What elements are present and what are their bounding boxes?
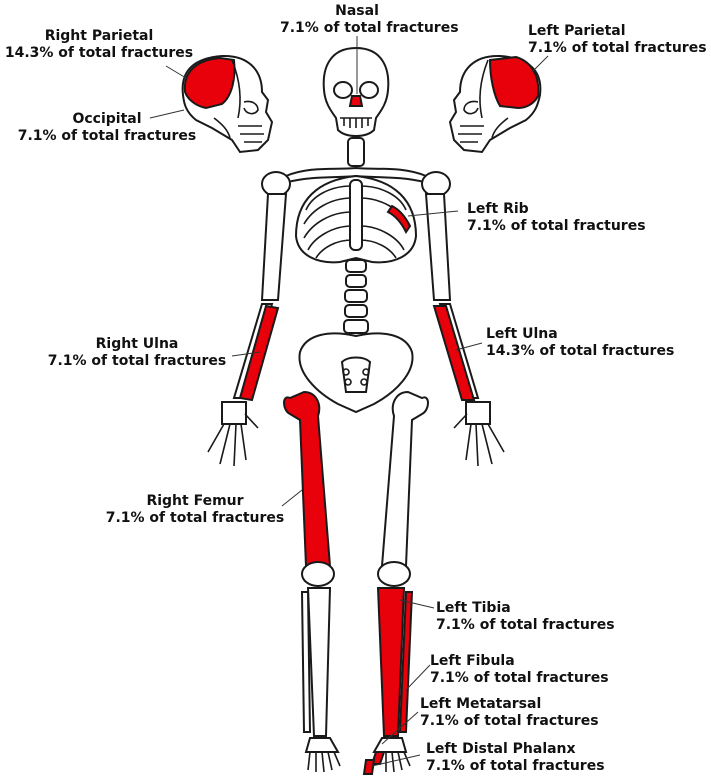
side-skull-right — [181, 54, 274, 154]
label-right-ulna-name: Right Ulna — [95, 336, 179, 352]
label-left-ulna-pct: 14.3% of total fractures — [486, 343, 675, 359]
label-occipital: Occipital 7.1% of total fractures — [8, 111, 206, 145]
label-left-distal-phalanx-pct: 7.1% of total fractures — [426, 758, 605, 774]
nasal-fracture — [348, 95, 364, 107]
label-right-parietal: Right Parietal 14.3% of total fractures — [1, 28, 197, 62]
label-left-tibia-pct: 7.1% of total fractures — [436, 617, 615, 633]
label-left-ulna: Left Ulna 14.3% of total fractures — [486, 326, 674, 360]
label-left-fibula-name: Left Fibula — [430, 653, 515, 669]
label-left-distal-phalanx-name: Left Distal Phalanx — [426, 741, 576, 757]
side-skull-left — [448, 54, 542, 154]
label-left-rib-pct: 7.1% of total fractures — [467, 218, 646, 234]
label-left-parietal-pct: 7.1% of total fractures — [528, 40, 707, 56]
label-left-fibula: Left Fibula 7.1% of total fractures — [430, 653, 609, 687]
label-right-femur-name: Right Femur — [146, 493, 244, 509]
right-hand — [207, 401, 259, 467]
left-ulna-fracture — [432, 305, 476, 401]
label-left-parietal-name: Left Parietal — [528, 23, 626, 39]
front-skull — [322, 46, 390, 137]
label-left-distal-phalanx: Left Distal Phalanx 7.1% of total fractu… — [426, 741, 605, 775]
label-right-ulna-pct: 7.1% of total fractures — [47, 353, 227, 369]
label-occipital-pct: 7.1% of total fractures — [17, 128, 197, 144]
label-right-parietal-name: Right Parietal — [44, 28, 154, 44]
label-nasal-name: Nasal — [335, 3, 379, 19]
left-foot — [362, 737, 411, 775]
leader-lines — [149, 36, 549, 767]
label-right-ulna: Right Ulna 7.1% of total fractures — [42, 336, 232, 370]
label-right-femur-pct: 7.1% of total fractures — [105, 510, 285, 526]
label-left-fibula-pct: 7.1% of total fractures — [430, 670, 609, 686]
spine — [343, 137, 369, 334]
label-left-rib: Left Rib 7.1% of total fractures — [467, 201, 646, 235]
right-femur-fracture — [283, 390, 332, 567]
label-left-tibia-name: Left Tibia — [436, 600, 511, 616]
pelvis — [298, 332, 414, 414]
label-left-metatarsal-name: Left Metatarsal — [420, 696, 542, 712]
left-parietal-fracture — [488, 55, 540, 110]
left-tibia-fracture — [376, 587, 406, 737]
label-right-parietal-pct: 14.3% of total fractures — [4, 45, 194, 61]
label-right-femur: Right Femur 7.1% of total fractures — [100, 493, 290, 527]
right-ulna-fracture — [238, 304, 280, 402]
left-distal-phalanx-fracture — [362, 759, 376, 775]
left-rib-fracture — [386, 204, 412, 234]
left-fibula-fracture — [398, 591, 414, 733]
label-left-metatarsal-pct: 7.1% of total fractures — [420, 713, 599, 729]
label-left-ulna-name: Left Ulna — [486, 326, 558, 342]
label-nasal-pct: 7.1% of total fractures — [280, 20, 459, 36]
label-nasal: Nasal 7.1% of total fractures — [280, 3, 459, 37]
label-left-parietal: Left Parietal 7.1% of total fractures — [528, 23, 707, 57]
rib-cage — [294, 174, 418, 264]
right-parietal-fracture — [183, 56, 236, 110]
left-hand — [453, 401, 505, 467]
label-left-rib-name: Left Rib — [467, 201, 529, 217]
label-occipital-name: Occipital — [72, 111, 142, 127]
right-foot — [304, 737, 341, 773]
label-left-tibia: Left Tibia 7.1% of total fractures — [436, 600, 615, 634]
label-left-metatarsal: Left Metatarsal 7.1% of total fractures — [420, 696, 599, 730]
